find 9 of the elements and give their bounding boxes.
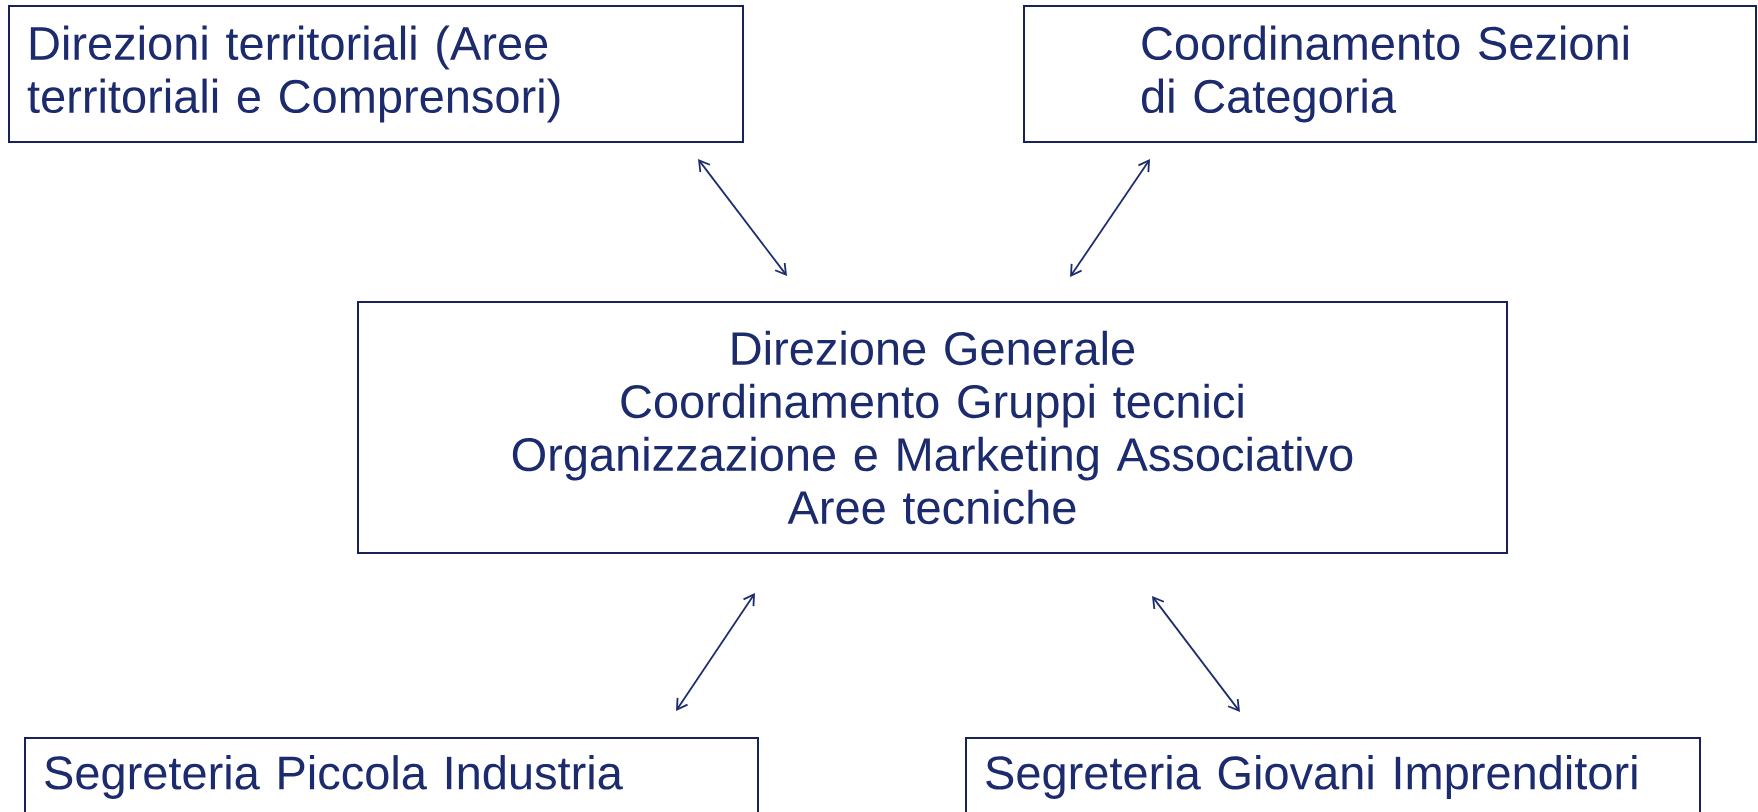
box: Segreteria Piccola Industria bbox=[24, 737, 759, 812]
box: Segreteria Giovani Imprenditori bbox=[965, 737, 1701, 812]
arrow bbox=[676, 593, 755, 711]
arrow bbox=[1070, 159, 1150, 277]
arrow bbox=[1152, 596, 1240, 712]
box: Direzioni territoriali (Aree territoriali e Comprensori) bbox=[8, 5, 744, 143]
box: Direzione Generale Coordinamento Gruppi tecnici Organizzazione e Marketing Associativo Aree tecniche bbox=[357, 301, 1508, 554]
box: Coordinamento Sezioni di Categoria bbox=[1023, 5, 1757, 143]
arrow bbox=[698, 159, 787, 276]
